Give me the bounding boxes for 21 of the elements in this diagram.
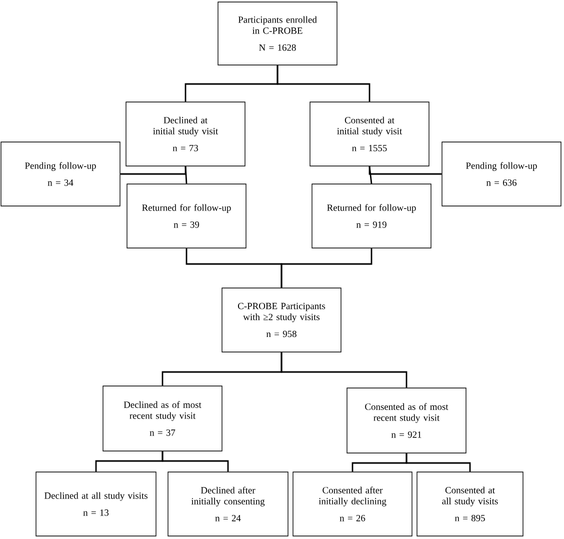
flow-box: Consented at initial study visit n = 1555	[310, 102, 430, 166]
flow-box: C-PROBE Participants with ≥2 study visits n = 958	[222, 288, 342, 352]
flow-box: Pending follow-up n = 34	[0, 142, 120, 206]
flow-box: Declined at initial study visit n = 73	[126, 102, 246, 166]
connector-line	[184, 166, 188, 184]
flow-box: Declined as of most recent study visit n = 37	[102, 386, 222, 452]
flow-box: Pending follow-up n = 636	[442, 142, 562, 206]
connector-line	[406, 453, 471, 472]
flow-box: Consented at all study visits n = 895	[416, 472, 524, 536]
flow-box: Declined after initially consenting n = 24	[168, 472, 288, 536]
connector-line	[280, 248, 372, 288]
flow-box: Participants enrolled in C-PROBE N = 1628	[218, 2, 338, 66]
flow-box: Consented as of most recent study visit n = 921	[346, 388, 466, 454]
flow-box: Returned for follow-up n = 39	[126, 184, 246, 248]
flow-box: Declined at all study visits n = 13	[36, 472, 156, 536]
flow-box: Consented after initially declining n = 26	[292, 472, 412, 536]
connector-line	[162, 451, 229, 472]
flow-box: Returned for follow-up n = 919	[312, 184, 432, 248]
connector-line	[276, 65, 370, 102]
connector-line	[280, 352, 408, 388]
connector-line	[368, 166, 372, 184]
